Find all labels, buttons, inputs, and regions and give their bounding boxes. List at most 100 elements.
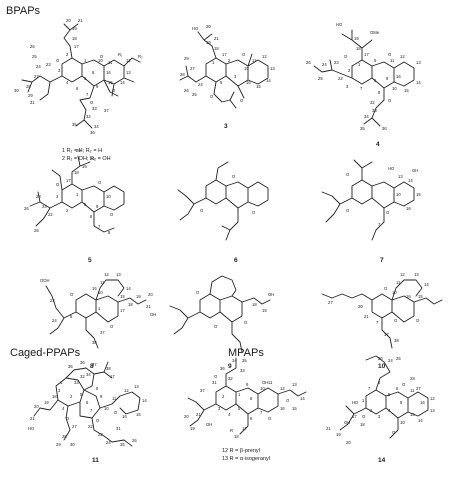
atom-label: O: [66, 416, 70, 421]
atom-label: 17: [66, 178, 71, 183]
atom-label: 16: [396, 74, 401, 79]
atom-label: O: [110, 212, 114, 217]
atom-label: 36: [80, 360, 85, 365]
atom-label: O: [100, 54, 104, 59]
atom-label: 2: [66, 208, 69, 213]
atom-label: 5: [84, 202, 87, 207]
atom-label: O: [240, 98, 244, 103]
atom-label: 35: [72, 122, 77, 127]
atom-label: 31: [116, 426, 121, 431]
atom-label: 33: [92, 106, 97, 111]
section-heading-mpaps: MPAPs: [228, 347, 264, 359]
atom-label: 5: [374, 58, 377, 63]
atom-label: 4: [228, 412, 231, 417]
atom-label: O: [214, 374, 218, 379]
compound-9-atom-labels: O O O 18 OH 19: [196, 290, 274, 329]
atom-label: 17: [352, 414, 357, 419]
atom-label: 14: [424, 282, 429, 287]
atom-label: O: [112, 88, 116, 93]
atom-label: 2: [70, 394, 73, 399]
atom-label: 25: [120, 442, 125, 447]
atom-label: 28: [62, 434, 67, 439]
atom-label: 13: [398, 174, 403, 179]
atom-label: 24: [36, 64, 41, 69]
compound-4-structure: [313, 29, 415, 127]
atom-label: O: [90, 100, 94, 105]
atom-label: 27: [72, 424, 77, 429]
atom-label: 25: [192, 92, 197, 97]
atom-label: 36: [382, 126, 387, 131]
atom-label: 26: [30, 44, 35, 49]
atom-label: 19: [336, 432, 341, 437]
atom-label: 12: [124, 388, 129, 393]
atom-label: O: [346, 172, 350, 177]
atom-label: 16: [406, 206, 411, 211]
atom-label: OH: [268, 292, 274, 297]
compound-4-atom-labels: HO OMe 19 18 17 26 24 23 25 22 3 2 1 5 6…: [306, 22, 421, 131]
atom-label: 5: [238, 406, 241, 411]
atom-label: 27: [190, 66, 195, 71]
atom-label: 13: [430, 408, 435, 413]
atom-label: 21: [78, 18, 83, 23]
compound-14-atom-labels: 26 24 25 28 27 HO OH 7 8 1 2 3 4 5 6 9 1…: [326, 356, 435, 445]
atom-label: HO: [388, 166, 395, 171]
compound-label-5: 5: [88, 257, 92, 264]
atom-label: O: [114, 410, 118, 415]
atom-label: 10: [400, 420, 405, 425]
atom-label: O: [394, 318, 398, 323]
atom-label: 38: [394, 338, 399, 343]
atom-label: 15: [416, 192, 421, 197]
atom-label: 14: [300, 396, 305, 401]
compound-12-13-atom-labels: 36 34 33 35 37 32 31 10 11 12 13 14 15 1…: [184, 358, 305, 439]
atom-label: 37: [384, 332, 389, 337]
atom-label: O: [384, 286, 388, 291]
atom-label: 6: [250, 416, 253, 421]
atom-label: 11: [108, 60, 113, 65]
atom-label: 6: [86, 400, 89, 405]
atom-label: 18: [252, 302, 257, 307]
atom-label: OH: [412, 168, 418, 173]
atom-label: 18: [360, 422, 365, 427]
atom-label: 22: [50, 298, 55, 303]
atom-label: 1: [84, 58, 87, 63]
atom-label: 21: [364, 314, 369, 319]
atom-label: 26: [378, 356, 383, 361]
atom-label: 12: [400, 54, 405, 59]
atom-label: 34: [364, 114, 369, 119]
atom-label: 21: [326, 426, 331, 431]
atom-label: 20: [34, 404, 39, 409]
compound-13-substituent-note: 13 R = α-isogeranyl: [222, 456, 270, 462]
atom-label: 11: [410, 388, 415, 393]
atom-label: 14: [416, 80, 421, 85]
atom-label: O: [386, 210, 390, 215]
atom-label: 20: [184, 414, 189, 419]
atom-label: 25: [318, 76, 323, 81]
atom-label: 13: [116, 272, 121, 277]
atom-label: 5: [80, 392, 83, 397]
atom-label: 5: [220, 80, 223, 85]
atom-label: 22: [48, 212, 53, 217]
atom-label: 24: [52, 318, 57, 323]
atom-label: 32: [228, 376, 233, 381]
atom-label: 31: [212, 380, 217, 385]
atom-label: 18: [74, 170, 79, 175]
atom-label: O: [416, 318, 420, 323]
compound-1-2-structure: [21, 23, 141, 129]
atom-label: 10: [392, 86, 397, 91]
atom-label: 15: [292, 406, 297, 411]
atom-label: O: [286, 398, 290, 403]
atom-label: 14: [266, 78, 271, 83]
atom-label: 36: [220, 366, 225, 371]
atom-label: 21: [30, 416, 35, 421]
compound-6-atom-labels: O O O: [200, 174, 256, 215]
atom-label: 18: [52, 394, 57, 399]
atom-label: 25: [396, 356, 401, 361]
atom-label: 18: [128, 302, 133, 307]
atom-label: 11: [112, 396, 117, 401]
atom-label: 8: [378, 90, 381, 95]
atom-label: 27: [34, 74, 39, 79]
atom-label: O: [214, 324, 218, 329]
atom-label: 5: [70, 314, 73, 319]
atom-label: 1: [238, 392, 241, 397]
